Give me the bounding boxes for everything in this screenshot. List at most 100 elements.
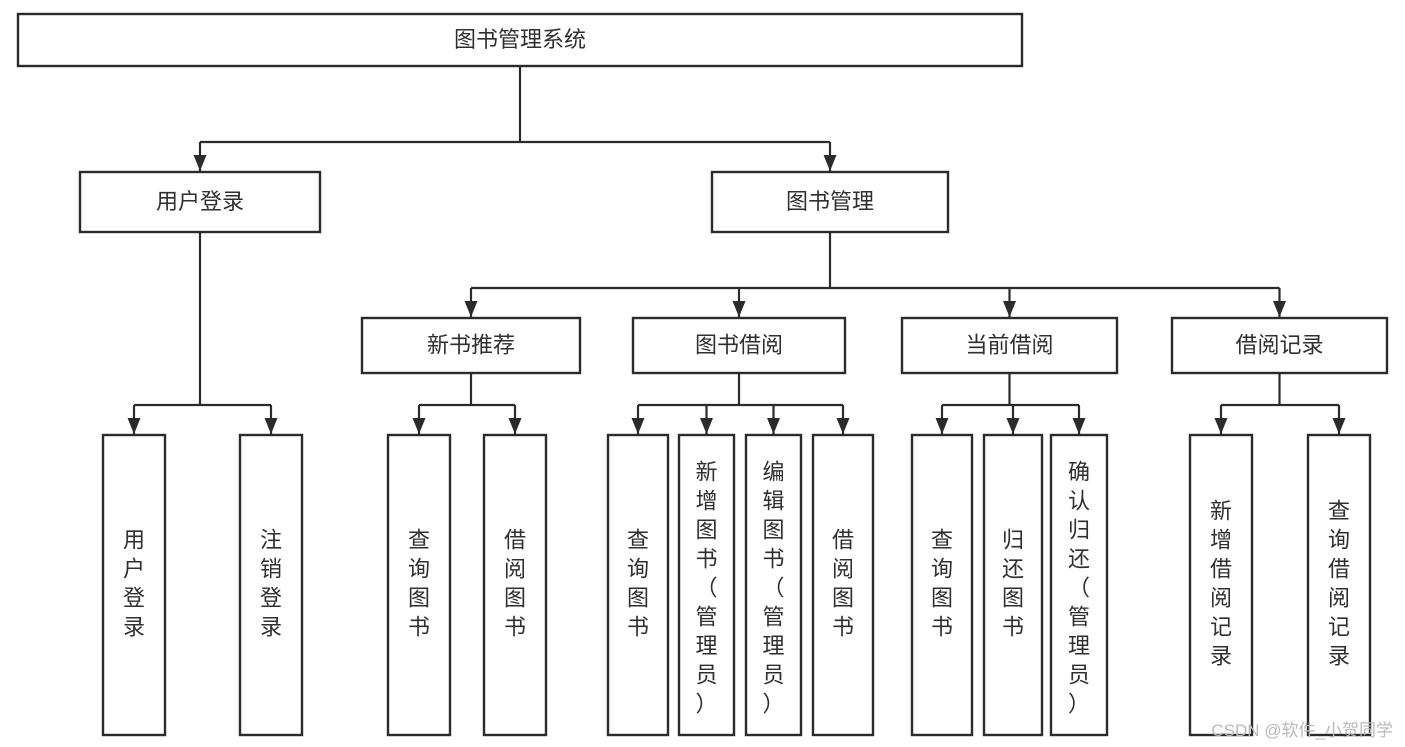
node-box[interactable] [811, 433, 875, 737]
node-label-char: 认 [1068, 488, 1090, 513]
node-label-char: 书 [504, 614, 526, 639]
edge-arrowhead [464, 301, 478, 317]
node-label-char: 查 [408, 527, 430, 552]
node-label-char: （ [695, 575, 717, 600]
node-box[interactable] [606, 433, 670, 737]
node-label-char: 询 [408, 556, 430, 581]
node-borrow-record[interactable]: 借阅记录 [1170, 316, 1389, 375]
edge-arrowhead [1273, 301, 1286, 317]
node-label-char: 记 [1328, 614, 1350, 639]
node-label-char: 增 [695, 488, 717, 513]
node-box[interactable] [910, 433, 974, 737]
node-label-char: 管 [1068, 604, 1090, 629]
edge-arrowhead [631, 418, 645, 434]
node-box[interactable] [360, 316, 582, 375]
node-box[interactable] [16, 12, 1024, 68]
node-box[interactable] [744, 433, 803, 737]
node-label-char: 录 [260, 614, 282, 639]
node-label-char: 录 [123, 614, 145, 639]
node-label: 图书管理系统 [454, 27, 586, 52]
node-label-char: 管 [762, 604, 784, 629]
node-label-char: 图 [762, 517, 784, 542]
node-label-char: 阅 [1210, 585, 1232, 610]
node-label-char: 书 [832, 614, 854, 639]
connector-layer [127, 66, 1346, 434]
node-label-char: 阅 [832, 556, 854, 581]
node-box[interactable] [677, 433, 736, 737]
node-label: 新书推荐 [427, 332, 515, 357]
node-label-char: 询 [1328, 527, 1350, 552]
node-label-char: 辑 [762, 488, 784, 513]
node-label-char: 注 [260, 527, 282, 552]
edge-arrowhead [1006, 418, 1020, 434]
node-current-borrow[interactable]: 当前借阅 [900, 316, 1119, 375]
edge-arrowhead [264, 418, 278, 434]
node-label-char: 理 [762, 633, 784, 658]
node-label-char: ） [1068, 691, 1090, 716]
node-label-char: 理 [695, 633, 717, 658]
node-label-char: 借 [1328, 556, 1350, 581]
node-box[interactable] [1170, 316, 1389, 375]
node-book-borrow[interactable]: 图书借阅 [631, 316, 847, 375]
node-book-manage[interactable]: 图书管理 [710, 170, 950, 234]
node-label-char: （ [762, 575, 784, 600]
node-box[interactable] [710, 170, 950, 234]
node-box[interactable] [1049, 433, 1109, 737]
node-box[interactable] [631, 316, 847, 375]
edge-arrowhead [508, 418, 522, 434]
node-label-char: 查 [627, 527, 649, 552]
node-label: 借阅记录 [1235, 332, 1323, 357]
node-label-char: 还 [1068, 546, 1090, 571]
node-box[interactable] [1306, 433, 1372, 737]
node-label-char: 书 [931, 614, 953, 639]
node-label: 图书借阅 [695, 332, 783, 357]
node-label-char: 书 [762, 546, 784, 571]
node-root[interactable]: 图书管理系统 [16, 12, 1024, 68]
node-label-char: 登 [260, 585, 282, 610]
node-new-book-rec[interactable]: 新书推荐 [360, 316, 582, 375]
node-user-login[interactable]: 用户登录 [78, 170, 322, 234]
node-box[interactable] [101, 433, 167, 737]
node-label-char: 员 [695, 662, 717, 687]
node-label-char: ） [695, 691, 717, 716]
node-label-char: 图 [1002, 585, 1024, 610]
node-box[interactable] [982, 433, 1044, 737]
node-label-char: 图 [695, 517, 717, 542]
node-label-char: 图 [627, 585, 649, 610]
edge-arrowhead [193, 155, 207, 171]
node-box[interactable] [1188, 433, 1254, 737]
node-box[interactable] [238, 433, 304, 737]
node-label-char: 用 [123, 527, 145, 552]
node-label-char: 编 [762, 459, 784, 484]
node-label-char: （ [1068, 575, 1090, 600]
node-box[interactable] [900, 316, 1119, 375]
node-label-char: 户 [123, 556, 145, 581]
node-label-char: 新 [1210, 498, 1232, 523]
node-leaf-user-login[interactable]: 用户登录 [101, 433, 167, 737]
node-label-char: 书 [408, 614, 430, 639]
node-box[interactable] [482, 433, 548, 737]
node-label-char: 员 [1068, 662, 1090, 687]
node-label-char: 图 [832, 585, 854, 610]
node-label-char: 登 [123, 585, 145, 610]
edge-arrowhead [935, 418, 949, 434]
node-label-char: 还 [1002, 556, 1024, 581]
node-label-char: 查 [1328, 498, 1350, 523]
node-label-char: 确 [1068, 459, 1090, 484]
edge-arrowhead [1214, 418, 1228, 434]
node-box[interactable] [78, 170, 322, 234]
node-box[interactable] [386, 433, 452, 737]
